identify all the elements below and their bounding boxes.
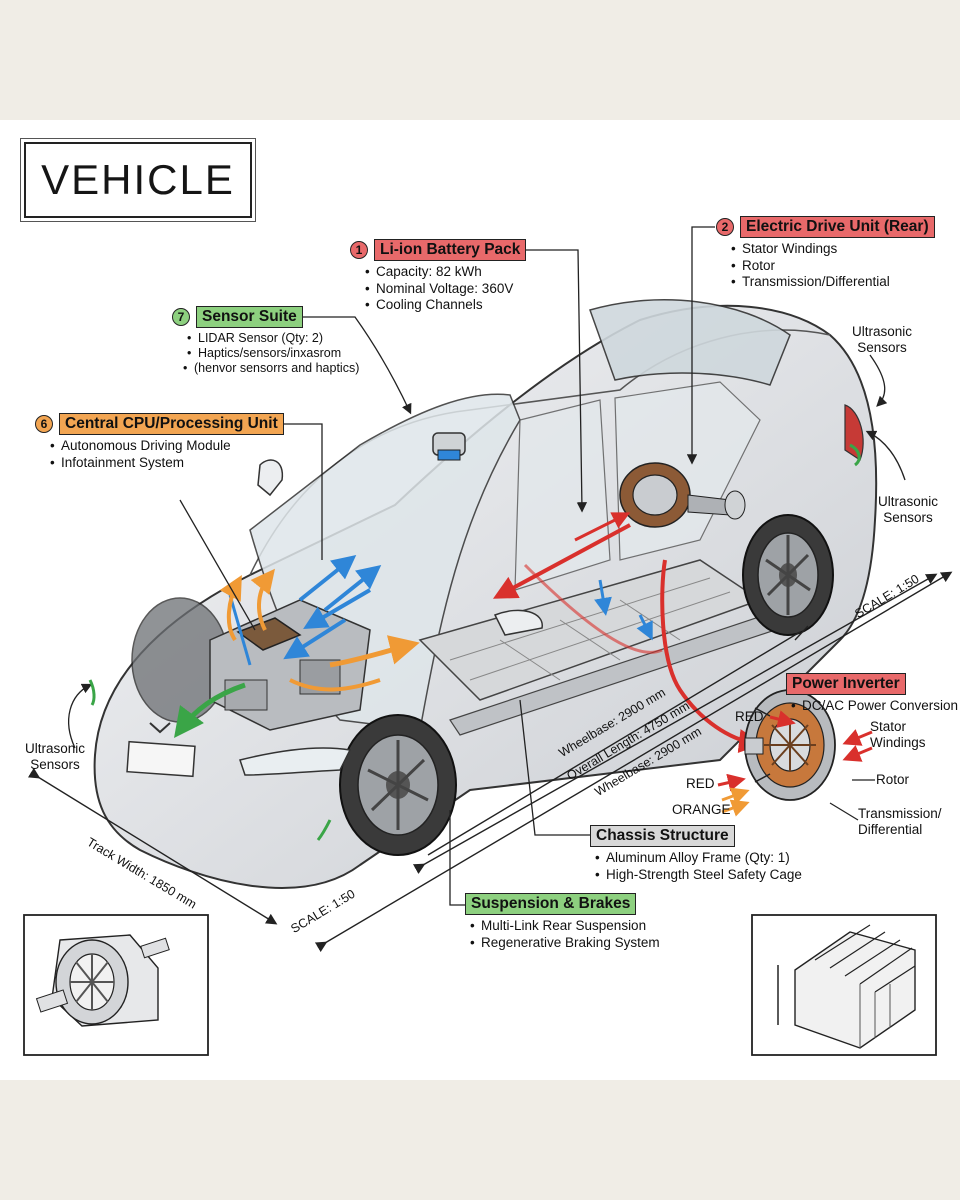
callout-number: 2 bbox=[716, 218, 734, 236]
callout-title: Li-ion Battery Pack bbox=[374, 239, 527, 261]
diagram-sheet: VEHICLE 1 Li-ion Battery Pack Capacity: … bbox=[0, 120, 960, 1080]
ultrasonic-sensors-label: Ultrasonic Sensors bbox=[24, 741, 86, 772]
callout-chassis: Chassis Structure Aluminum Alloy Frame (… bbox=[590, 825, 802, 883]
callout-title: Chassis Structure bbox=[590, 825, 735, 847]
front-wheel bbox=[339, 714, 457, 856]
motor-sketch-inset bbox=[23, 914, 209, 1056]
rear-drive-unit bbox=[619, 462, 746, 528]
list-item: Infotainment System bbox=[50, 455, 284, 472]
motor-transmission-label: Transmission/ Differential bbox=[858, 806, 942, 837]
callout-number: 1 bbox=[350, 241, 368, 259]
callout-power-inverter: Power Inverter DC/AC Power Conversion bbox=[786, 673, 958, 715]
callout-number: 7 bbox=[172, 308, 190, 326]
motor-inset bbox=[744, 689, 836, 801]
wire-label: ORANGE bbox=[672, 802, 731, 817]
inset-wire-arrows bbox=[717, 710, 873, 817]
ultrasonic-sensors-label: Ultrasonic Sensors bbox=[877, 494, 939, 525]
callout-title: Electric Drive Unit (Rear) bbox=[740, 216, 935, 238]
wire-label: RED bbox=[735, 709, 764, 724]
list-item: Cooling Channels bbox=[365, 297, 526, 314]
list-item: Capacity: 82 kWh bbox=[365, 264, 526, 281]
list-item: Rotor bbox=[731, 258, 935, 275]
list-item: Autonomous Driving Module bbox=[50, 438, 284, 455]
callout-title: Central CPU/Processing Unit bbox=[59, 413, 284, 435]
callout-title: Power Inverter bbox=[786, 673, 906, 695]
list-item: LIDAR Sensor (Qty: 2) bbox=[187, 331, 359, 346]
list-item: Nominal Voltage: 360V bbox=[365, 281, 526, 298]
list-item: Haptics/sensors/inxasrom bbox=[187, 346, 359, 361]
page-title: VEHICLE bbox=[20, 138, 256, 222]
callout-title: Suspension & Brakes bbox=[465, 893, 637, 915]
inset-leaders bbox=[829, 779, 875, 821]
list-item: Aluminum Alloy Frame (Qty: 1) bbox=[595, 850, 802, 867]
car-body bbox=[93, 299, 878, 889]
list-item: Stator Windings bbox=[731, 241, 935, 258]
callout-suspension: Suspension & Brakes Multi-Link Rear Susp… bbox=[465, 893, 660, 951]
list-item: High-Strength Steel Safety Cage bbox=[595, 867, 802, 884]
wire-label: RED bbox=[686, 776, 715, 791]
list-item: DC/AC Power Conversion bbox=[791, 698, 958, 715]
motor-stator-label: Stator Windings bbox=[870, 719, 926, 750]
motor-rotor-label: Rotor bbox=[876, 772, 910, 787]
list-item: Multi-Link Rear Suspension bbox=[470, 918, 660, 935]
ultrasonic-sensors-label: Ultrasonic Sensors bbox=[851, 324, 913, 355]
battery-sketch-inset bbox=[751, 914, 937, 1056]
callout-cpu: 6 Central CPU/Processing Unit Autonomous… bbox=[35, 413, 284, 471]
callout-number: 6 bbox=[35, 415, 53, 433]
callout-battery: 1 Li-ion Battery Pack Capacity: 82 kWh N… bbox=[350, 239, 527, 314]
list-item: (henvor sensorrs and haptics) bbox=[183, 361, 359, 376]
callout-title: Sensor Suite bbox=[196, 306, 303, 328]
list-item: Transmission/Differential bbox=[731, 274, 935, 291]
dimension-lines bbox=[27, 571, 953, 953]
rear-wheel bbox=[742, 514, 834, 636]
callout-drive-unit: 2 Electric Drive Unit (Rear) Stator Wind… bbox=[716, 216, 935, 291]
callout-sensor-suite: 7 Sensor Suite LIDAR Sensor (Qty: 2) Hap… bbox=[172, 306, 359, 376]
vehicle-illustration bbox=[23, 226, 953, 1056]
list-item: Regenerative Braking System bbox=[470, 935, 660, 952]
